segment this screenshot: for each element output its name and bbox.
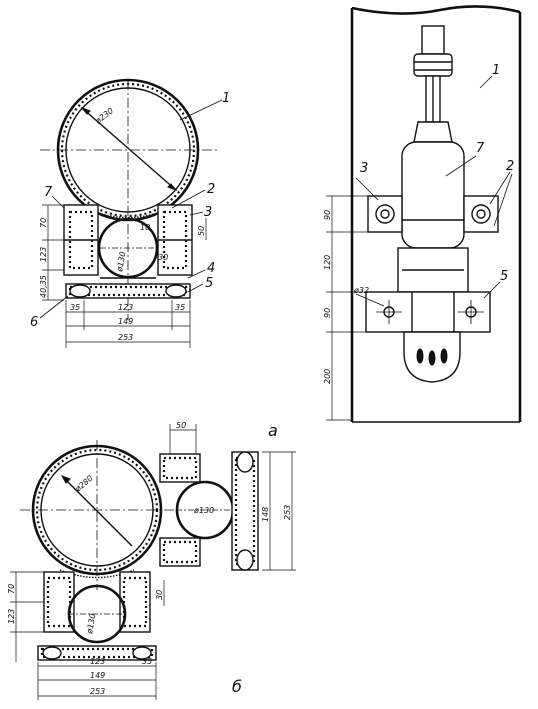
view-a-dim-123: 123	[39, 247, 48, 262]
view-a-dim-35-left: 35	[70, 303, 80, 312]
view-a-label: а	[268, 421, 278, 440]
view-b-small-pipe-bottom-diameter: ø130	[85, 613, 98, 635]
side-dim-120: 120	[323, 255, 332, 270]
side-dim-90-top: 90	[323, 210, 332, 220]
view-a-callout-6: 6	[30, 315, 38, 330]
side-dim-90-bottom: 90	[323, 308, 332, 318]
view-b-dim-148: 148	[261, 507, 270, 522]
view-a: ø230 ø130 1 2 3 4 5 6 7 10 30	[30, 78, 278, 440]
side-callout-5: 5	[500, 269, 508, 284]
view-a-dim-50: 50	[197, 226, 206, 236]
view-b-dim-123-bottom: 123	[90, 657, 105, 666]
view-b-dim-149: 149	[90, 671, 105, 680]
view-a-dim-123-bottom: 123	[118, 303, 133, 312]
view-b-dim-70: 70	[7, 584, 16, 594]
side-callout-7: 7	[476, 141, 485, 156]
view-a-callout-1: 1	[222, 91, 230, 106]
side-callout-1: 1	[492, 63, 500, 78]
side-callout-3: 3	[360, 161, 368, 176]
side-pipe	[401, 141, 465, 249]
view-side: 1 7 3 2 5 90 120 90 200 ø32	[323, 5, 522, 423]
view-b-dim-30: 30	[155, 590, 164, 600]
view-b-dim-123: 123	[7, 609, 16, 624]
view-a-callout-10: 10	[140, 223, 150, 232]
view-b-dim-50: 50	[176, 421, 186, 430]
view-a-dim-35-right: 35	[175, 303, 185, 312]
small-pipe-diameter: ø130	[115, 251, 128, 273]
view-b-label: б	[232, 677, 242, 696]
view-b: ø280 ø130 ø130 50	[7, 421, 296, 700]
side-dim-200: 200	[323, 369, 332, 384]
main-pipe-diameter: ø230	[93, 106, 115, 126]
view-a-callout-3: 3	[204, 205, 212, 220]
view-b-main-pipe-diameter: ø280	[73, 474, 95, 495]
view-a-callout-5: 5	[205, 276, 213, 291]
side-clamp-right	[463, 195, 499, 233]
view-a-dim-149: 149	[118, 317, 133, 326]
view-b-small-pipe-right-diameter: ø130	[193, 506, 214, 515]
view-a-callout-4: 4	[207, 261, 215, 276]
main-pipe-hatch	[60, 82, 196, 218]
view-a-dim-40-35: 40,35	[39, 275, 48, 298]
view-a-dim-253: 253	[118, 333, 133, 342]
side-clamp-left	[367, 195, 403, 233]
side-hole-diameter: ø32	[353, 286, 369, 295]
view-b-dim-253-right: 253	[283, 505, 292, 520]
view-b-dim-35: 35	[142, 657, 152, 666]
side-callout-2: 2	[506, 159, 514, 174]
view-b-dim-253-bottom: 253	[90, 687, 105, 696]
view-a-callout-2: 2	[207, 182, 215, 197]
small-pipe	[97, 217, 159, 279]
view-a-callout-30: 30	[158, 253, 168, 262]
view-a-dim-70: 70	[39, 218, 48, 228]
view-a-callout-7: 7	[44, 185, 53, 200]
